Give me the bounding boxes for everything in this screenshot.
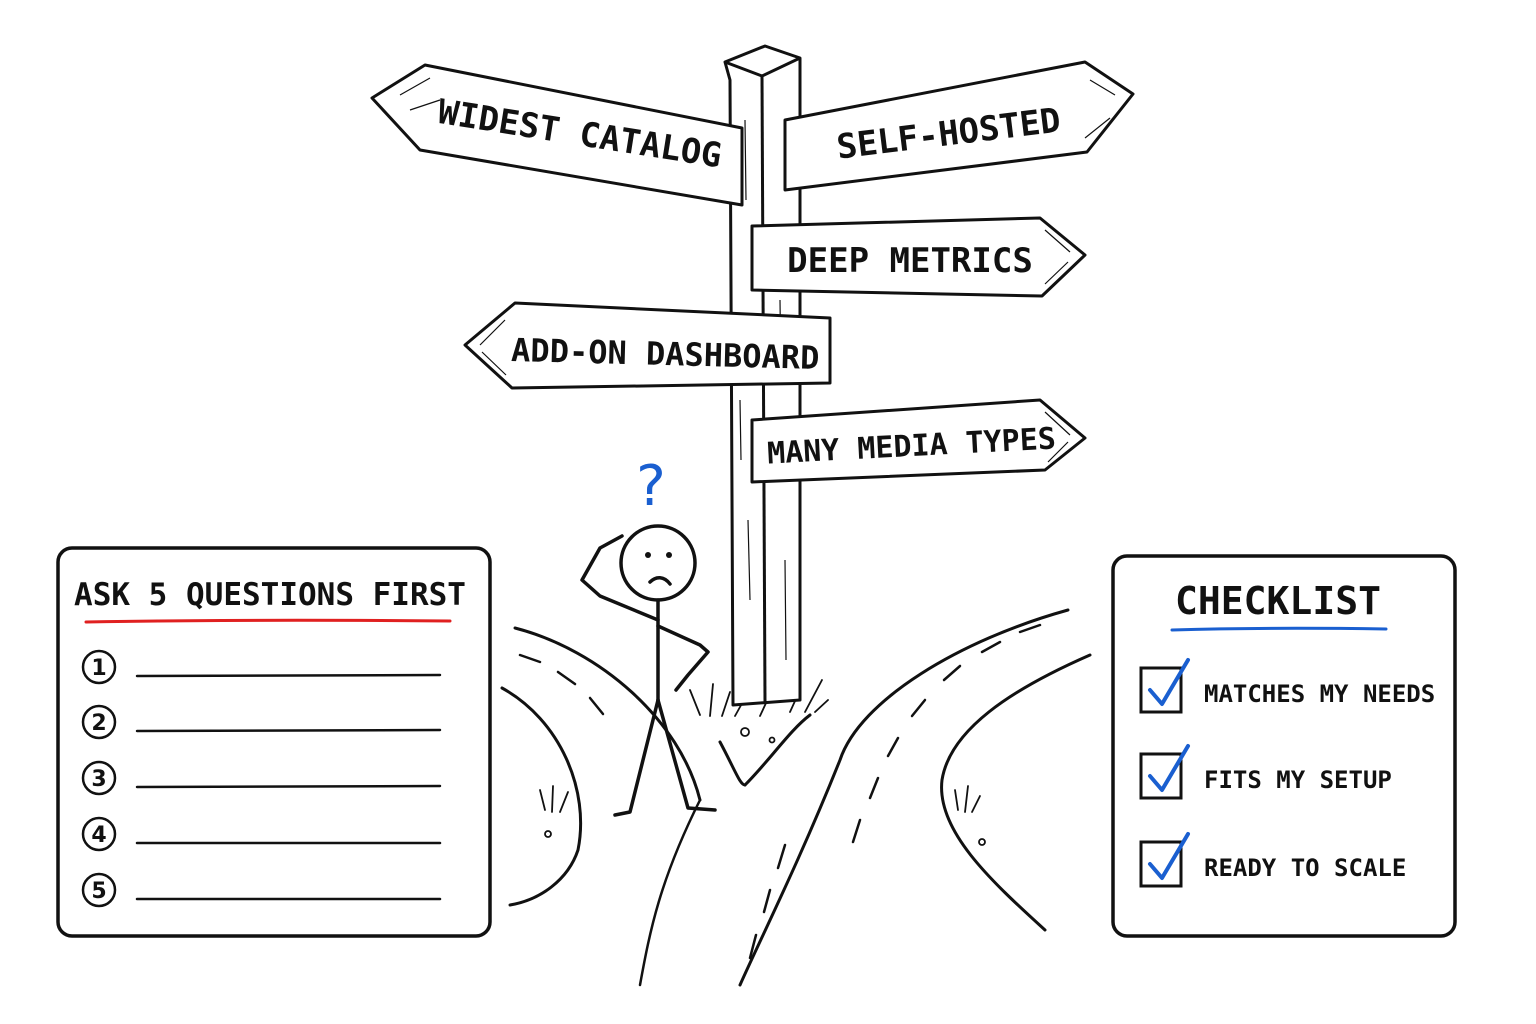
sign-deep-metrics-label: DEEP METRICS — [787, 241, 1033, 281]
questions-title-underline — [84, 618, 452, 624]
question-number: 5 — [91, 879, 106, 904]
checkmark-icon — [1148, 744, 1190, 792]
questions-card: ASK 5 QUESTIONS FIRST 1 2 3 4 5 — [56, 546, 492, 938]
checklist-title-underline — [1170, 626, 1388, 632]
crossroads-road — [500, 608, 1092, 987]
checklist-card-title: CHECKLIST — [1175, 579, 1381, 623]
sign-add-on-dashboard: ADD-ON DASHBOARD — [463, 301, 832, 390]
question-row: 5 — [81, 872, 442, 908]
question-number: 1 — [91, 656, 106, 681]
checklist-item-label: READY TO SCALE — [1204, 854, 1406, 882]
checklist-item: FITS MY SETUP — [1139, 744, 1392, 800]
question-mark-icon: ? — [636, 454, 666, 519]
sign-deep-metrics: DEEP METRICS — [750, 216, 1087, 298]
sign-widest-catalog: WIDEST CATALOG — [370, 63, 744, 207]
checklist-item: MATCHES MY NEEDS — [1139, 658, 1435, 714]
question-number: 4 — [91, 823, 106, 848]
question-row: 3 — [81, 760, 442, 796]
checklist-item-label: MATCHES MY NEEDS — [1204, 680, 1435, 708]
sign-many-media-types: MANY MEDIA TYPES — [750, 398, 1087, 484]
road-center-dashes — [518, 623, 1042, 960]
grass-tufts — [539, 679, 986, 846]
question-row: 4 — [81, 816, 442, 852]
question-number: 2 — [91, 711, 106, 736]
checklist-item: READY TO SCALE — [1139, 832, 1406, 888]
questions-card-title: ASK 5 QUESTIONS FIRST — [74, 577, 466, 613]
checkmark-icon — [1148, 658, 1190, 706]
checkmark-icon — [1148, 832, 1190, 880]
question-number: 3 — [91, 767, 106, 792]
sign-add-on-dashboard-label: ADD-ON DASHBOARD — [511, 331, 820, 377]
question-row: 2 — [81, 704, 442, 740]
confused-stick-figure — [580, 524, 717, 817]
sign-self-hosted: SELF-HOSTED — [783, 60, 1135, 192]
checklist-item-label: FITS MY SETUP — [1204, 766, 1392, 794]
question-row: 1 — [81, 649, 442, 685]
checklist-card: CHECKLIST MATCHES MY NEEDS FITS MY SETUP… — [1111, 554, 1457, 938]
